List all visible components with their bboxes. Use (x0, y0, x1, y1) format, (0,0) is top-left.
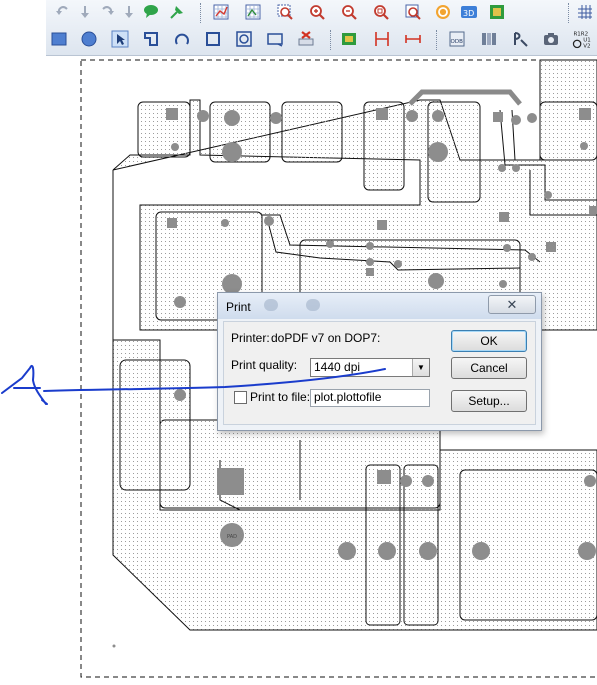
svg-text:ODB: ODB (451, 39, 464, 45)
toolbar-row-top: 3D (46, 0, 597, 24)
zoom-in-icon[interactable] (306, 1, 328, 23)
file-name-input[interactable] (311, 390, 429, 404)
rectangle-icon[interactable] (48, 28, 70, 50)
delete-icon[interactable] (295, 28, 317, 50)
circle-icon[interactable] (78, 28, 100, 50)
grid-view-icon[interactable] (210, 1, 232, 23)
zoom-out-icon[interactable] (338, 1, 360, 23)
file-name-field[interactable] (310, 389, 430, 407)
redo-icon[interactable] (96, 1, 118, 23)
square-pad-icon[interactable] (202, 28, 224, 50)
3d-view-icon[interactable]: 3D (458, 1, 480, 23)
print-to-file-label: Print to file: (250, 390, 311, 404)
zoom-window-icon[interactable] (274, 1, 296, 23)
toolbar-separator (200, 3, 201, 23)
chevron-down-icon[interactable]: ▼ (412, 359, 429, 376)
comment-icon[interactable] (140, 1, 162, 23)
svg-text:3D: 3D (463, 9, 474, 18)
pin-icon[interactable] (166, 1, 188, 23)
close-button[interactable]: ✕ (488, 295, 536, 314)
zoom-previous-icon[interactable] (402, 1, 424, 23)
svg-text:U1: U1 (583, 37, 591, 43)
layers-icon[interactable] (478, 28, 500, 50)
print-quality-value: 1440 dpi (314, 360, 361, 374)
svg-text:R1R2: R1R2 (573, 31, 588, 37)
titlebar-blur (264, 299, 278, 311)
undo-icon[interactable] (52, 1, 74, 23)
toolbar-separator (330, 30, 331, 50)
dialog-title: Print (226, 300, 251, 314)
toolbar-separator (436, 30, 437, 50)
print-dialog: Print ✕ Printer: doPDF v7 on DOP7: Print… (217, 292, 542, 431)
ok-button[interactable]: OK (451, 330, 527, 352)
svg-text:V2: V2 (583, 44, 590, 50)
camera-icon[interactable] (540, 28, 562, 50)
redo-step-icon[interactable] (118, 1, 140, 23)
close-icon: ✕ (506, 296, 518, 312)
refresh-icon[interactable] (432, 1, 454, 23)
pad-label: PAD (227, 534, 237, 540)
odb-export-icon[interactable]: ODB (446, 28, 468, 50)
undo-step-icon[interactable] (74, 1, 96, 23)
dimension-icon[interactable] (371, 28, 393, 50)
print-to-file-checkbox[interactable] (234, 391, 247, 404)
setup-button[interactable]: Setup... (451, 390, 527, 412)
drc-icon[interactable] (509, 28, 531, 50)
pads (112, 108, 597, 648)
zoom-extents-icon[interactable] (370, 1, 392, 23)
round-pad-icon[interactable] (233, 28, 255, 50)
grid-plus-icon[interactable] (242, 1, 264, 23)
print-quality-label: Print quality: (231, 358, 298, 372)
toolbar-separator (568, 3, 569, 23)
grid-settings-icon[interactable] (574, 1, 596, 23)
printer-value: doPDF v7 on DOP7: (271, 331, 381, 345)
cancel-button[interactable]: Cancel (451, 357, 527, 379)
board-view-icon[interactable] (486, 1, 508, 23)
arc-icon[interactable] (171, 28, 193, 50)
select-arrow-icon[interactable] (109, 28, 131, 50)
titlebar-blur (306, 299, 320, 311)
line-icon[interactable] (264, 28, 286, 50)
printer-label: Printer: (231, 331, 270, 345)
component-icon[interactable] (338, 28, 360, 50)
polygon-icon[interactable] (140, 28, 162, 50)
measure-icon[interactable] (402, 28, 424, 50)
copper-trace (408, 89, 522, 106)
print-quality-select[interactable]: 1440 dpi ▼ (310, 358, 430, 377)
